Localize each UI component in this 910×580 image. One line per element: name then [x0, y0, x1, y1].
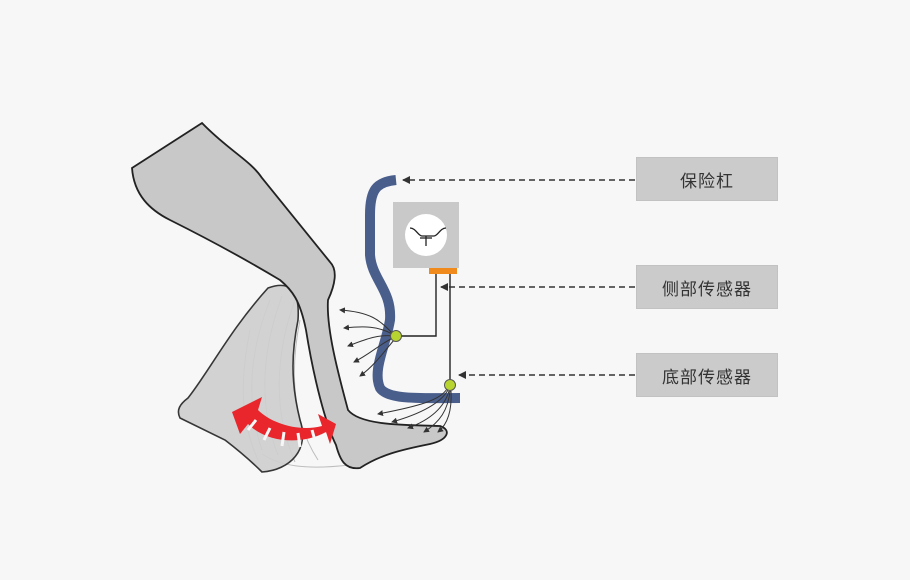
bottom-sensor-dot — [444, 379, 456, 391]
side-sensor-label-box: 侧部传感器 — [636, 265, 778, 309]
bumper-label: 保险杠 — [680, 171, 734, 192]
curved-double-arrow-icon — [232, 397, 336, 448]
label-leader-lines — [402, 176, 635, 379]
switch-symbol-lines — [409, 227, 447, 246]
front-leg-shape — [131, 121, 448, 470]
bottom-force-arrows — [377, 388, 452, 433]
bumper-bar — [365, 175, 461, 404]
bottom-sensor-label: 底部传感器 — [662, 367, 752, 388]
bottom-sensor-label-box: 底部传感器 — [636, 353, 778, 397]
side-sensor-label: 侧部传感器 — [662, 279, 752, 300]
bumper-label-box: 保险杠 — [636, 157, 778, 201]
back-leg-shape — [177, 284, 304, 473]
switch-symbol-icon — [405, 214, 447, 256]
sensor-wiring — [396, 274, 451, 386]
side-sensor-dot — [390, 330, 402, 342]
side-sensor-bar — [429, 268, 457, 274]
side-force-arrows — [339, 307, 395, 377]
